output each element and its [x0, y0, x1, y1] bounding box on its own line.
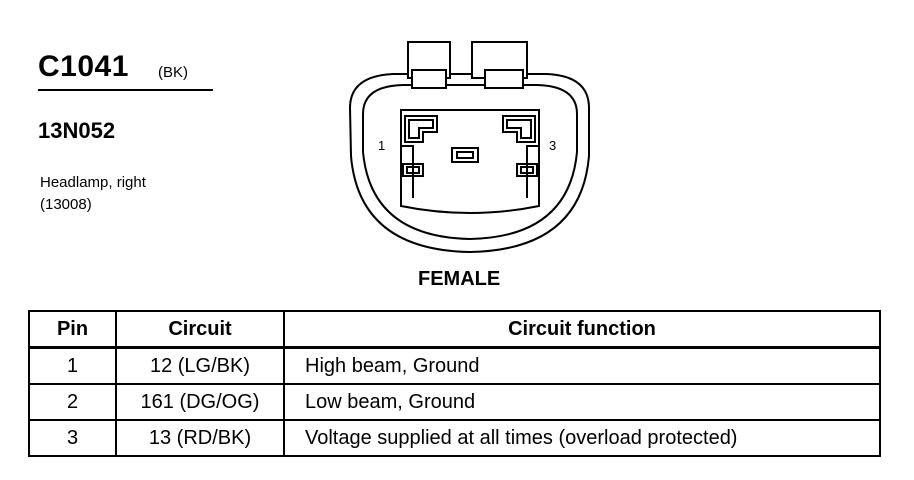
cell-circuit-function: High beam, Ground: [283, 346, 881, 385]
connector-diagram: [345, 38, 595, 270]
connector-color: (BK): [158, 64, 188, 81]
cell-circuit-function: Low beam, Ground: [283, 383, 881, 421]
cell-pin: 2: [28, 383, 117, 421]
cell-circuit: 12 (LG/BK): [115, 346, 285, 385]
connector-outer-shell: [348, 73, 590, 254]
connector-gender-label: FEMALE: [418, 268, 501, 290]
cell-circuit: 13 (RD/BK): [115, 419, 285, 457]
locking-tab-left-inner: [411, 69, 447, 89]
cell-circuit-function: Voltage supplied at all times (overload …: [283, 419, 881, 457]
connector-inner-shell: [362, 84, 578, 241]
part-number: 13N052: [38, 118, 116, 143]
pin-1-terminal: [404, 115, 438, 143]
header-circuit: Circuit: [115, 310, 285, 349]
pin-label-3: 3: [549, 138, 557, 153]
connector-id: C1041: [38, 50, 129, 83]
table-header-row: Pin Circuit Circuit function: [28, 310, 881, 349]
pin-3-terminal: [502, 115, 536, 143]
title-underline: [38, 89, 213, 91]
table-row: 3 13 (RD/BK) Voltage supplied at all tim…: [28, 419, 881, 457]
header-circuit-function: Circuit function: [283, 310, 881, 349]
header-pin: Pin: [28, 310, 117, 349]
locking-tab-right-inner: [484, 69, 524, 89]
pin-table: Pin Circuit Circuit function 1 12 (LG/BK…: [28, 310, 881, 457]
cell-circuit: 161 (DG/OG): [115, 383, 285, 421]
terminal-cavity: [400, 109, 540, 214]
cell-pin: 1: [28, 346, 117, 385]
connector-description: Headlamp, right: [40, 174, 146, 191]
table-row: 2 161 (DG/OG) Low beam, Ground: [28, 383, 881, 421]
pin-label-1: 1: [378, 138, 386, 153]
cell-pin: 3: [28, 419, 117, 457]
pin-2-terminal: [451, 147, 479, 163]
table-row: 1 12 (LG/BK) High beam, Ground: [28, 346, 881, 385]
connector-description-code: (13008): [40, 196, 92, 213]
